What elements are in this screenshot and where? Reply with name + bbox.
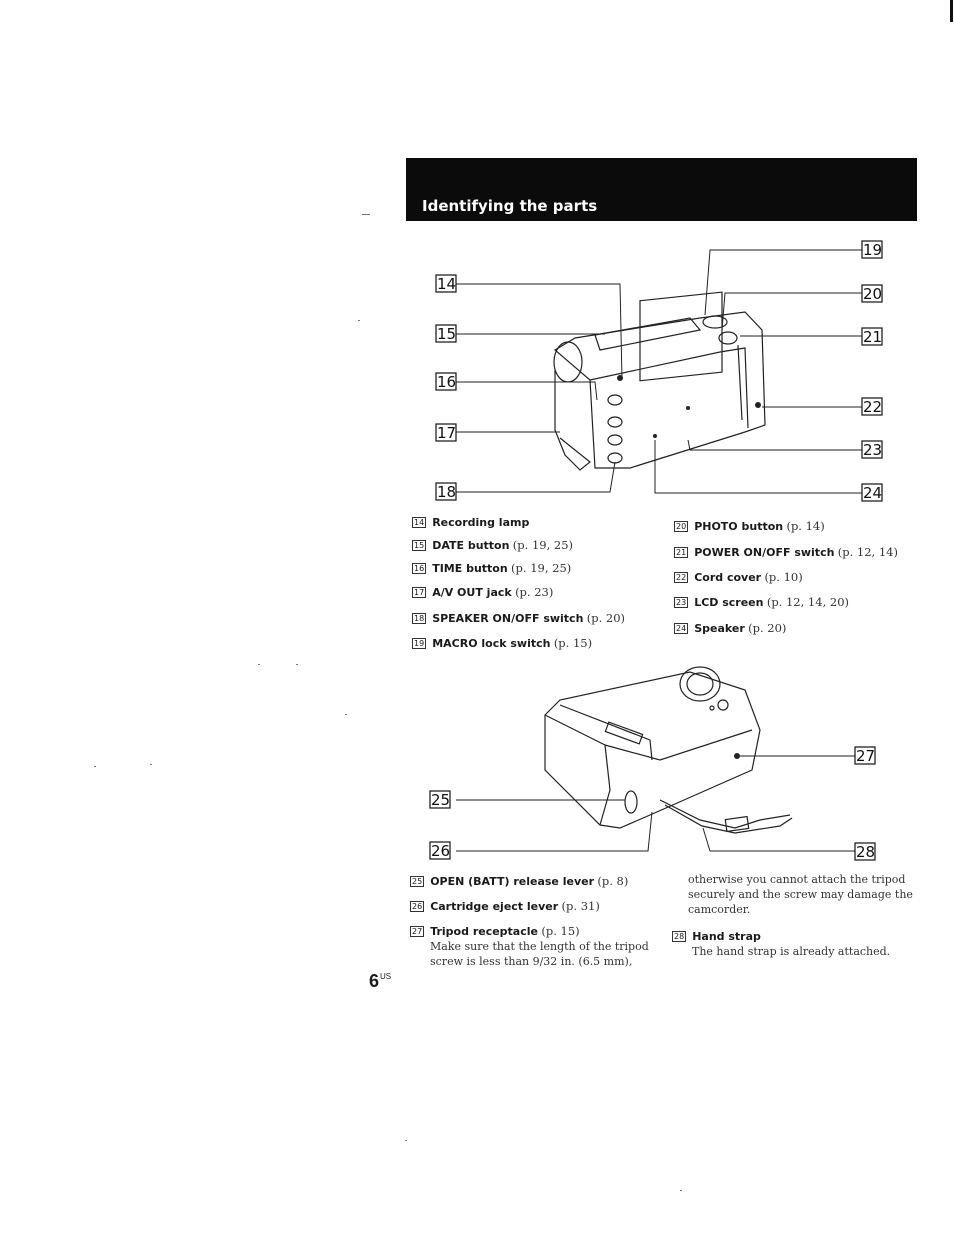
tripod-note: Make sure that the length of the tripod … bbox=[430, 940, 649, 968]
callout-18: 18 bbox=[435, 482, 457, 501]
callout-25: 25 bbox=[429, 790, 451, 809]
tripod-receptacle-dot bbox=[734, 753, 740, 759]
svg-text:23: 23 bbox=[863, 441, 882, 459]
svg-text:22: 22 bbox=[863, 398, 882, 416]
svg-text:28: 28 bbox=[856, 843, 875, 861]
svg-text:24: 24 bbox=[863, 484, 882, 502]
svg-text:26: 26 bbox=[431, 842, 450, 860]
svg-text:27: 27 bbox=[856, 747, 875, 765]
camcorder-rear-illustration bbox=[544, 666, 793, 834]
callout-26: 26 bbox=[429, 841, 451, 860]
viewfinder-eyecup bbox=[679, 666, 721, 702]
tripod-note-continued: otherwise you cannot attach the tripod s… bbox=[688, 873, 913, 916]
svg-text:16: 16 bbox=[437, 373, 456, 391]
callout-16: 16 bbox=[435, 372, 457, 391]
svg-text:25: 25 bbox=[431, 791, 450, 809]
page-edge-mark bbox=[950, 0, 953, 22]
section-header-bar: Identifying the parts bbox=[406, 158, 917, 221]
camcorder-body-illustration bbox=[553, 291, 766, 471]
svg-text:18: 18 bbox=[437, 483, 456, 501]
callout-19: 19 bbox=[861, 240, 883, 259]
callout-17: 17 bbox=[435, 423, 457, 442]
callout-28: 28 bbox=[854, 842, 876, 861]
lens-hood bbox=[553, 341, 583, 383]
photo-button-shape bbox=[702, 315, 728, 329]
svg-text:17: 17 bbox=[437, 424, 456, 442]
callout-15: 15 bbox=[435, 324, 457, 343]
callout-21: 21 bbox=[861, 327, 883, 346]
callout-24: 24 bbox=[861, 483, 883, 502]
section-title: Identifying the parts bbox=[422, 197, 598, 215]
svg-text:14: 14 bbox=[437, 275, 456, 293]
callout-20: 20 bbox=[861, 284, 883, 303]
lcd-screen bbox=[639, 291, 723, 382]
svg-text:19: 19 bbox=[863, 241, 882, 259]
callout-14: 14 bbox=[435, 274, 457, 293]
svg-text:21: 21 bbox=[863, 328, 882, 346]
callout-27: 27 bbox=[854, 746, 876, 765]
svg-text:15: 15 bbox=[437, 325, 456, 343]
svg-text:20: 20 bbox=[863, 285, 882, 303]
hand-strap-note: The hand strap is already attached. bbox=[692, 945, 891, 958]
callout-23: 23 bbox=[861, 440, 883, 459]
page-number: 6US bbox=[369, 971, 392, 991]
callout-22: 22 bbox=[861, 397, 883, 416]
